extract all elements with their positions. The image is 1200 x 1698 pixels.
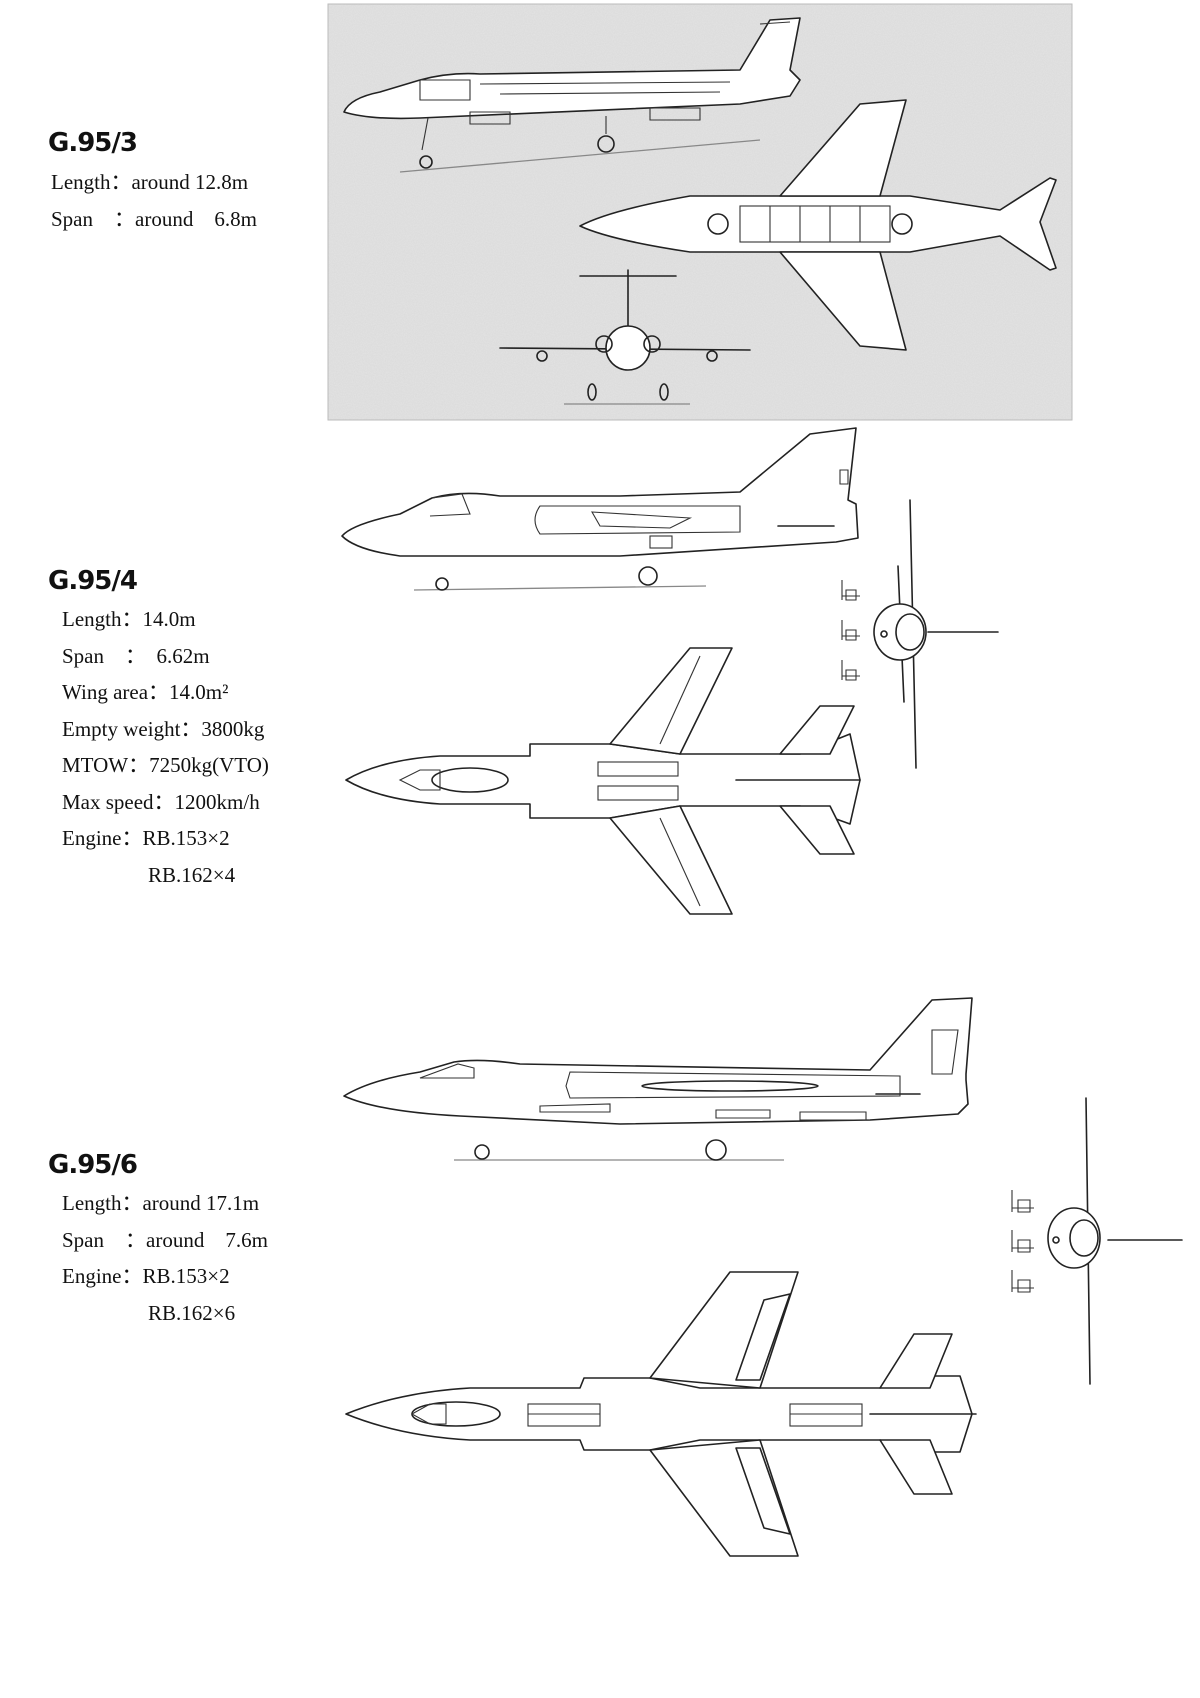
g95-6-spec-list: Length：around 17.1m Span ：around 7.6m En… bbox=[62, 1185, 268, 1331]
g95-4-plan-view bbox=[345, 647, 861, 915]
g95-3-spec-length: Length：around 12.8m bbox=[51, 170, 249, 194]
g95-3-plan-view bbox=[579, 99, 1057, 351]
g95-4-spec-empty-weight: Empty weight：3800kg bbox=[62, 716, 265, 741]
g95-6-front-view bbox=[1011, 1097, 1183, 1385]
g95-6-spec-span: Span ：around 7.6m bbox=[62, 1227, 268, 1252]
g95-3-side-view bbox=[343, 17, 801, 173]
g95-6-spec-engine-lift-value: RB.162×6 bbox=[148, 1300, 236, 1325]
g95-6-title: G.95/6 bbox=[48, 1150, 138, 1180]
g95-6-side-view bbox=[343, 997, 973, 1161]
g95-4-spec-engine-lift-value: RB.162×4 bbox=[148, 862, 236, 887]
g95-3-drawing-panel bbox=[327, 3, 1073, 421]
g95-4-spec-max-speed: Max speed：1200km/h bbox=[62, 789, 260, 814]
g95-4-spec-list: Length：14.0m Span ： 6.62m Wing area：14.0… bbox=[62, 601, 269, 893]
g95-4-front-view bbox=[841, 499, 999, 769]
g95-4-spec-engine: Engine：RB.153×2 bbox=[62, 826, 230, 850]
g95-6-plan-view bbox=[345, 1271, 977, 1557]
g95-6-spec-engine-lift: RB.162×6 bbox=[62, 1295, 268, 1332]
g95-3-spec-list: Length：around 12.8m Span ：around 6.8m bbox=[51, 164, 257, 237]
g95-3-title: G.95/3 bbox=[48, 128, 138, 158]
g95-4-spec-span: Span ： 6.62m bbox=[62, 643, 210, 668]
g95-4-title: G.95/4 bbox=[48, 566, 138, 596]
g95-4-spec-wing-area: Wing area：14.0m² bbox=[62, 680, 229, 704]
g95-3-front-view bbox=[499, 269, 751, 405]
g95-4-side-view bbox=[341, 427, 859, 591]
g95-3-spec-span: Span ：around 6.8m bbox=[51, 206, 257, 231]
g95-6-spec-engine: Engine：RB.153×2 bbox=[62, 1264, 230, 1288]
g95-4-spec-mtow: MTOW：7250kg(VTO) bbox=[62, 753, 269, 777]
g95-6-spec-length: Length：around 17.1m bbox=[62, 1191, 260, 1215]
g95-4-spec-engine-lift: RB.162×4 bbox=[62, 857, 269, 894]
g95-4-spec-length: Length：14.0m bbox=[62, 607, 196, 631]
